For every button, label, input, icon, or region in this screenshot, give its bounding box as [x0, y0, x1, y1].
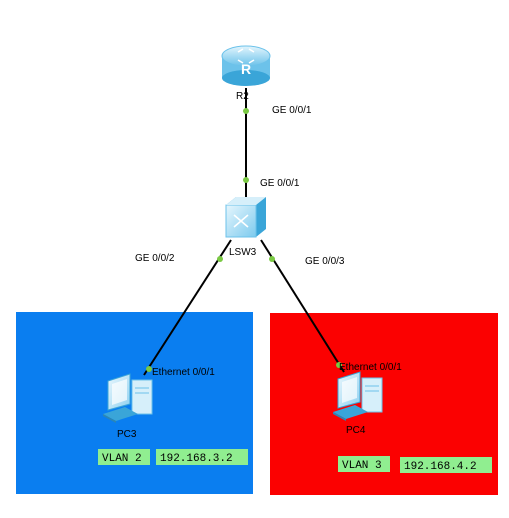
vlan3-tag-bg	[338, 456, 390, 472]
pc4-icon[interactable]	[333, 371, 383, 421]
port-label-r2-ge001: GE 0/0/1	[272, 105, 312, 116]
port-dot-pc3-eth[interactable]	[146, 366, 152, 372]
port-dot-lsw3-ge002[interactable]	[217, 256, 223, 262]
router-icon-letter: R	[241, 61, 251, 77]
link-lsw3-pc3[interactable]	[143, 239, 232, 376]
port-label-pc4-eth: Ethernet 0/0/1	[339, 362, 402, 373]
port-dot-r2-ge001[interactable]	[243, 108, 249, 114]
vlan2-ip: 192.168.3.2	[160, 453, 233, 465]
vlan2-ip-bg	[156, 449, 248, 465]
port-dot-pc4-eth[interactable]	[336, 362, 342, 368]
vlan3-ip: 192.168.4.2	[404, 461, 477, 473]
link-lsw3-pc4[interactable]	[260, 239, 345, 373]
pc3-icon[interactable]	[103, 373, 153, 423]
port-label-lsw3-ge002: GE 0/0/2	[135, 253, 175, 264]
vlan3-ip-bg	[400, 457, 492, 473]
vlan3-tag: VLAN 3	[342, 460, 382, 472]
switch-icon[interactable]	[225, 197, 266, 238]
router-icon[interactable]: R	[221, 45, 271, 86]
port-label-lsw3-ge001: GE 0/0/1	[260, 178, 300, 189]
port-label-pc3-eth: Ethernet 0/0/1	[152, 367, 215, 378]
pc4-name: PC4	[346, 425, 366, 436]
switch-name: LSW3	[229, 247, 257, 258]
vlan2-tag-bg	[98, 449, 150, 465]
port-label-lsw3-ge003: GE 0/0/3	[305, 256, 345, 267]
port-dot-lsw3-ge001[interactable]	[243, 177, 249, 183]
port-dot-lsw3-ge003[interactable]	[269, 256, 275, 262]
pc3-name: PC3	[117, 429, 137, 440]
vlan2-tag: VLAN 2	[102, 453, 142, 465]
router-name: R2	[236, 91, 249, 102]
